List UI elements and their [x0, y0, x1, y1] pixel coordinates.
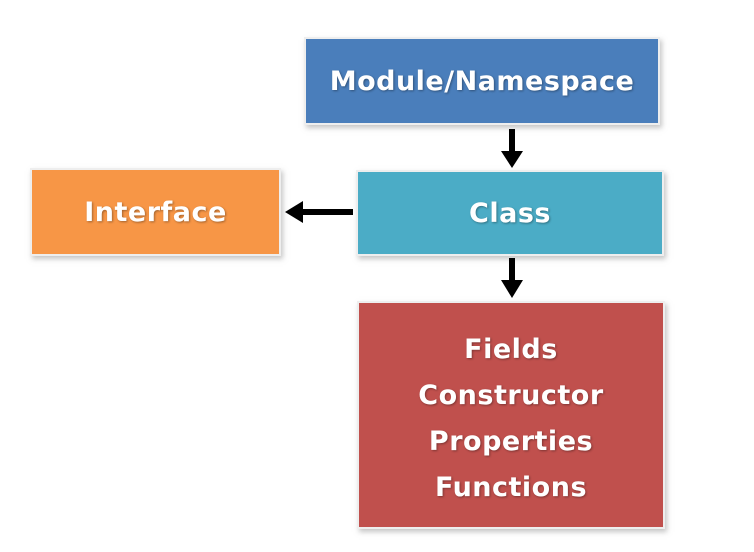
node-members-line-fields: Fields — [464, 333, 558, 365]
node-module-namespace-label: Module/Namespace — [329, 65, 635, 97]
node-module-namespace: Module/Namespace — [304, 37, 660, 125]
node-class-label: Class — [469, 197, 551, 229]
node-members-line-properties: Properties — [428, 425, 594, 457]
node-members-line-constructor: Constructor — [418, 379, 604, 411]
node-class: Class — [356, 170, 664, 256]
node-interface-label: Interface — [84, 196, 227, 228]
node-members-line-functions: Functions — [434, 471, 588, 503]
node-class-members: Fields Constructor Properties Functions — [357, 301, 665, 529]
arrow-class-to-members-icon — [501, 258, 523, 298]
node-interface: Interface — [30, 168, 281, 256]
arrow-module-to-class-icon — [501, 129, 523, 168]
arrow-class-to-interface-icon — [285, 201, 353, 223]
